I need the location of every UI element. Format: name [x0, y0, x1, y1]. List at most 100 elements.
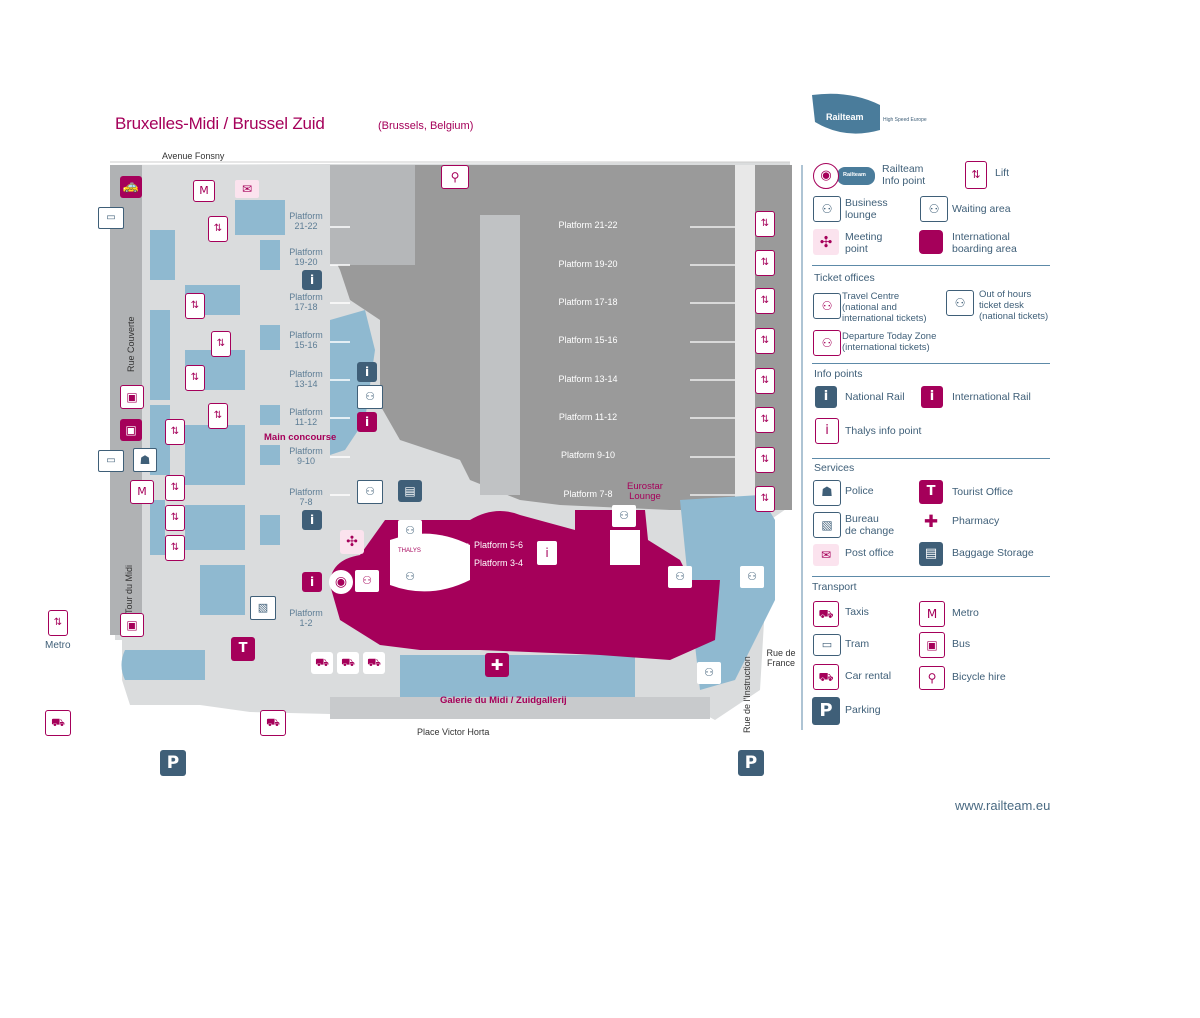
tram-icon: ▭	[813, 634, 841, 656]
platform-hall	[330, 165, 755, 510]
legend-tourist-office: Tourist Office	[952, 486, 1014, 498]
legend-car-rental: Car rental	[845, 670, 892, 682]
pharmacy-icon: ✚	[485, 653, 509, 677]
tram-icon: ▭	[98, 450, 124, 472]
galerie-shops	[400, 655, 635, 697]
parking-icon: P	[160, 750, 186, 776]
lift-icon: ⇅	[208, 216, 228, 242]
lift-icon: ⇅	[755, 288, 775, 314]
metro-icon: M	[193, 180, 215, 202]
lift-icon: ⇅	[165, 419, 185, 445]
metro-station-label: Metro	[45, 640, 71, 651]
bus-icon: ▣	[120, 385, 144, 409]
room-block	[260, 240, 280, 270]
meeting-point-icon: ✣	[340, 530, 364, 554]
taxi-icon: ▣	[120, 419, 142, 441]
national-info-icon: i	[815, 386, 837, 408]
street-rue-de-france: Rue de France	[766, 648, 796, 668]
room-block	[260, 325, 280, 350]
map-subtitle: (Brussels, Belgium)	[378, 120, 474, 132]
thalys-info-icon: i	[815, 418, 839, 444]
map-title: Bruxelles-Midi / Brussel Zuid	[115, 114, 325, 133]
railteam-logo	[812, 93, 880, 134]
intl-platform-5-6: Platform 5-6	[474, 540, 524, 550]
legend-heading-transport: Transport	[812, 581, 857, 593]
metro-icon: M	[919, 601, 945, 627]
departure-today-icon: ⚇	[355, 570, 379, 592]
waiting-area-icon: ⚇	[920, 196, 948, 222]
waiting-area-icon: ⚇	[398, 520, 422, 542]
bureau-de-change-icon: ▧	[813, 512, 841, 538]
out-of-hours-desk-icon: ⚇	[946, 290, 974, 316]
post-office-icon: ✉	[813, 544, 839, 566]
baggage-storage-icon: ▤	[919, 542, 943, 566]
lift-icon: ⇅	[755, 407, 775, 433]
lift-icon: ⇅	[755, 211, 775, 237]
car-rental-icon: ⛟	[813, 664, 839, 690]
room-block	[150, 310, 170, 400]
baggage-storage-icon: ▤	[398, 480, 422, 502]
legend-heading-services: Services	[814, 462, 855, 474]
railteam-logo-text: Railteam	[826, 112, 864, 122]
room-block	[235, 200, 285, 235]
international-info-icon: i	[357, 412, 377, 432]
waiting-area-icon: ⚇	[697, 662, 721, 684]
legend-international-rail: International Rail	[952, 391, 1031, 403]
car-rental-icon: ⛟	[311, 652, 333, 674]
bicycle-icon: ⚲	[441, 165, 469, 189]
legend-police: Police	[845, 485, 874, 497]
central-walkway	[480, 215, 520, 495]
bicycle-icon: ⚲	[919, 666, 945, 690]
national-info-icon: i	[357, 362, 377, 382]
platform-ring	[465, 517, 545, 593]
parking-icon: P	[812, 697, 840, 725]
waiting-area-icon: ⚇	[740, 566, 764, 588]
street-place-victor-horta: Place Victor Horta	[417, 727, 490, 737]
legend-parking: Parking	[845, 704, 881, 716]
legend-railteam-badge-text: Railteam	[843, 172, 866, 178]
travel-centre-icon: ⚇	[813, 293, 841, 319]
thalys-info-icon: i	[536, 540, 558, 566]
legend-taxis: Taxis	[845, 606, 869, 618]
legend-divider	[812, 363, 1050, 364]
room-block	[150, 230, 175, 280]
room-block	[260, 445, 280, 465]
intl-platform-3-4: Platform 3-4	[474, 558, 524, 568]
post-office-icon: ✉	[235, 180, 259, 198]
room-block	[200, 565, 245, 615]
legend-boarding-swatch	[919, 230, 943, 254]
tourist-office-icon: T	[231, 637, 255, 661]
national-info-icon: i	[302, 270, 322, 290]
room-block	[260, 405, 280, 425]
street-rue-couverte: Rue Couverte	[126, 316, 136, 372]
taxi-icon: ⛟	[260, 710, 286, 736]
lift-icon: ⇅	[165, 535, 185, 561]
hall-platform-15-16: Platform 15-16	[558, 335, 618, 345]
lift-icon: ⇅	[185, 293, 205, 319]
waiting-area-icon: ⚇	[398, 566, 422, 588]
lift-icon: ⇅	[755, 250, 775, 276]
lift-icon: ⇅	[755, 486, 775, 512]
lift-icon: ⇅	[755, 368, 775, 394]
car-rental-icon: ⛟	[363, 652, 385, 674]
car-rental-icon: ⛟	[337, 652, 359, 674]
legend-departure-today: Departure Today Zone(international ticke…	[842, 331, 937, 353]
legend-national-rail: National Rail	[845, 391, 905, 403]
website-link[interactable]: www.railteam.eu	[955, 798, 1051, 813]
legend-thalys-info: Thalys info point	[845, 425, 922, 437]
hall-platform-17-18: Platform 17-18	[558, 297, 618, 307]
railteam-logo-tagline: High Speed Europe	[883, 117, 927, 123]
lift-icon: ⇅	[208, 403, 228, 429]
